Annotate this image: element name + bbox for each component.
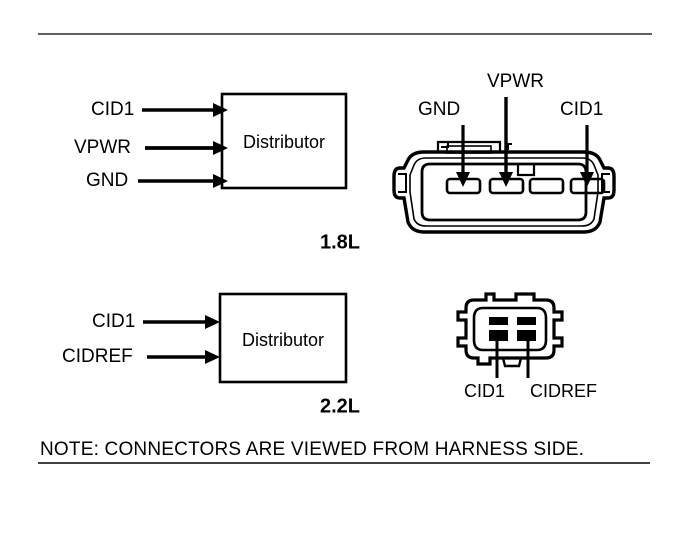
distributor-box-1-8l: [220, 92, 348, 190]
connector-bottom-latch-2-2l: [501, 357, 523, 368]
connector-2-terminal-2-2l: CID1 CIDREF: [456, 292, 597, 401]
connector-left-tab-1-8l: [398, 173, 407, 193]
signal-arrow-cidref-2-2l: [147, 350, 220, 364]
signal-arrow-gnd-1-8l: [138, 174, 228, 188]
distributor-box-label-2-2l: Distributor: [242, 330, 324, 350]
note-text: NOTE: CONNECTORS ARE VIEWED FROM HARNESS…: [40, 439, 584, 460]
signal-label-cidref-2-2l: CIDREF: [62, 346, 133, 367]
connector-latch-edge-1-8l: [507, 143, 512, 150]
connector-latch-notch-1-8l: [441, 143, 449, 148]
signal-arrow-cid1-2-2l: [143, 315, 220, 329]
leader-vpwr-1-8l: [499, 97, 513, 187]
distributor-box-2-2l: [218, 292, 348, 384]
distributor-box-label-1-8l: Distributor: [243, 132, 325, 152]
signal-arrow-vpwr-1-8l: [145, 141, 228, 155]
connector-right-tab-1-8l: [601, 173, 610, 193]
signal-label-vpwr-1-8l: VPWR: [74, 137, 131, 158]
signal-label-gnd-1-8l: GND: [86, 170, 128, 191]
connector-label-cidref-2-2l: CIDREF: [530, 381, 597, 401]
signal-label-cid1-2-2l: CID1: [92, 311, 135, 332]
terminal-blade-top-right-2-2l: [517, 317, 536, 325]
connector-label-gnd-1-8l: GND: [418, 99, 460, 120]
connector-latch-bar-1-8l: [446, 145, 492, 154]
connector-outer-shell-2-2l: [456, 292, 564, 366]
engine-label-2-2l: 2.2L: [320, 395, 360, 417]
connector-label-cid1-1-8l: CID1: [560, 99, 603, 120]
terminal-slot-3-1-8l: [528, 177, 565, 195]
signal-label-cid1-1-8l: CID1: [91, 99, 134, 120]
connector-4-terminal-1-8l: GND VPWR CID1: [392, 71, 616, 234]
connector-keyway-1-8l: [516, 164, 536, 177]
leader-gnd-1-8l: [456, 125, 470, 187]
block-diagram-1-8l: Distributor CID1 VPWR GND 1.8L: [74, 92, 360, 253]
connector-label-vpwr-1-8l: VPWR: [487, 71, 544, 92]
connector-latch-outline-1-8l: [436, 140, 502, 152]
connector-inner-cavity-1-8l: [420, 162, 588, 222]
connector-label-cid1-2-2l: CID1: [464, 381, 505, 401]
connector-inner-cavity-2-2l: [472, 306, 548, 352]
engine-label-1-8l: 1.8L: [320, 231, 360, 253]
block-diagram-2-2l: Distributor CID1 CIDREF 2.2L: [62, 292, 360, 417]
leader-cid1-1-8l: [580, 125, 594, 187]
terminal-blade-top-left-2-2l: [489, 317, 508, 325]
signal-arrow-cid1-1-8l: [142, 103, 228, 117]
connector-outer-shell-1-8l: [392, 150, 616, 234]
connector-shell-inner-outline-1-8l: [409, 157, 599, 227]
